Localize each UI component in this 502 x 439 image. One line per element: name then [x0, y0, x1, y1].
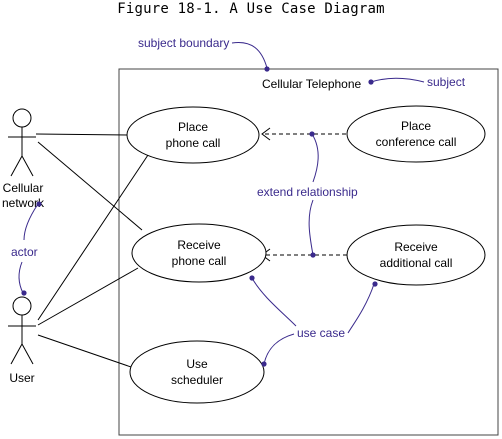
- callout-actor-lower-line: [18, 261, 24, 294]
- associations: [35, 133, 151, 369]
- use-case-place-call-shape: [126, 106, 260, 164]
- callout-dot-use-case-scheduler: [261, 361, 267, 367]
- callout-dot-use-case-additional: [372, 281, 378, 287]
- subject-name: Cellular Telephone: [262, 77, 362, 91]
- assoc-user-scheduler: [37, 334, 135, 369]
- use-case-additional-call: Receive additional call: [346, 224, 486, 286]
- use-case-place-call-line2: phone call: [166, 136, 221, 150]
- use-case-additional-call-line1: Receive: [394, 240, 438, 254]
- use-case-scheduler-line1: Use: [186, 357, 208, 371]
- assoc-user-place-call: [37, 151, 151, 321]
- assoc-network-place-call: [35, 133, 130, 136]
- use-case-conference-call-line1: Place: [401, 119, 431, 133]
- use-case-additional-call-line2: additional call: [380, 256, 453, 270]
- use-case-conference-call: Place conference call: [346, 105, 486, 163]
- callout-use-case-additional-line: [347, 283, 375, 334]
- actor-user-head-icon: [12, 296, 32, 316]
- use-case-receive-call-line1: Receive: [177, 238, 221, 252]
- use-case-place-call: Place phone call: [126, 106, 260, 164]
- subject-boundary: [118, 68, 499, 436]
- use-case-scheduler-line2: scheduler: [171, 373, 223, 387]
- callout-subject-boundary-line: [231, 41, 268, 69]
- use-case-receive-call-shape: [131, 223, 267, 283]
- actor-user-leg-right: [21, 343, 34, 365]
- use-case-receive-call: Receive phone call: [131, 223, 267, 283]
- callout-use-case-scheduler-line: [263, 333, 295, 365]
- callout-dot-extend-upper: [309, 131, 315, 137]
- callout-dot-use-case-receive: [249, 275, 255, 281]
- use-case-receive-call-line2: phone call: [172, 254, 227, 268]
- annotation-subject-boundary: subject boundary: [138, 36, 229, 50]
- actor-network-label-line2: network: [2, 196, 45, 210]
- callout-dot-subject-boundary: [264, 66, 270, 72]
- figure-title: Figure 18-1. A Use Case Diagram: [117, 1, 385, 17]
- actor-network: [8, 108, 36, 177]
- use-case-scheduler-shape: [129, 340, 265, 404]
- use-case-conference-call-line2: conference call: [376, 135, 457, 149]
- actor-user: [8, 296, 36, 365]
- callout-dot-extend-lower: [310, 252, 316, 258]
- actor-user-label: User: [9, 371, 34, 385]
- extend-relationships: [261, 127, 347, 262]
- use-case-scheduler: Use scheduler: [129, 340, 265, 404]
- actor-network-label-line1: Cellular: [3, 181, 44, 195]
- annotation-use-case: use case: [297, 326, 345, 340]
- callout-dot-actor-lower: [21, 290, 27, 296]
- use-case-conference-call-shape: [346, 105, 486, 163]
- use-case-place-call-line1: Place: [178, 120, 208, 134]
- annotation-subject: subject: [427, 75, 466, 89]
- callout-dot-subject: [368, 79, 374, 85]
- assoc-user-receive-call: [37, 267, 139, 326]
- use-case-additional-call-shape: [346, 224, 486, 286]
- callout-subject-line: [370, 77, 425, 83]
- annotation-dots: [21, 66, 378, 367]
- callout-dot-actor-upper: [36, 201, 42, 207]
- actor-network-leg-right: [21, 155, 34, 177]
- actor-network-head-icon: [12, 108, 32, 128]
- annotations: [18, 41, 425, 365]
- assoc-network-receive-call: [37, 141, 143, 231]
- callout-actor-upper-line: [23, 203, 39, 241]
- actor-network-leg-left: [10, 155, 23, 177]
- annotation-extend-relationship: extend relationship: [257, 185, 358, 199]
- actor-user-leg-left: [10, 343, 23, 365]
- extend-arrowhead-upper: [261, 127, 271, 141]
- callout-extend-lower-line: [308, 199, 314, 256]
- annotation-actor: actor: [11, 245, 38, 259]
- callout-use-case-receive-line: [251, 277, 297, 327]
- callout-extend-upper-line: [311, 133, 319, 183]
